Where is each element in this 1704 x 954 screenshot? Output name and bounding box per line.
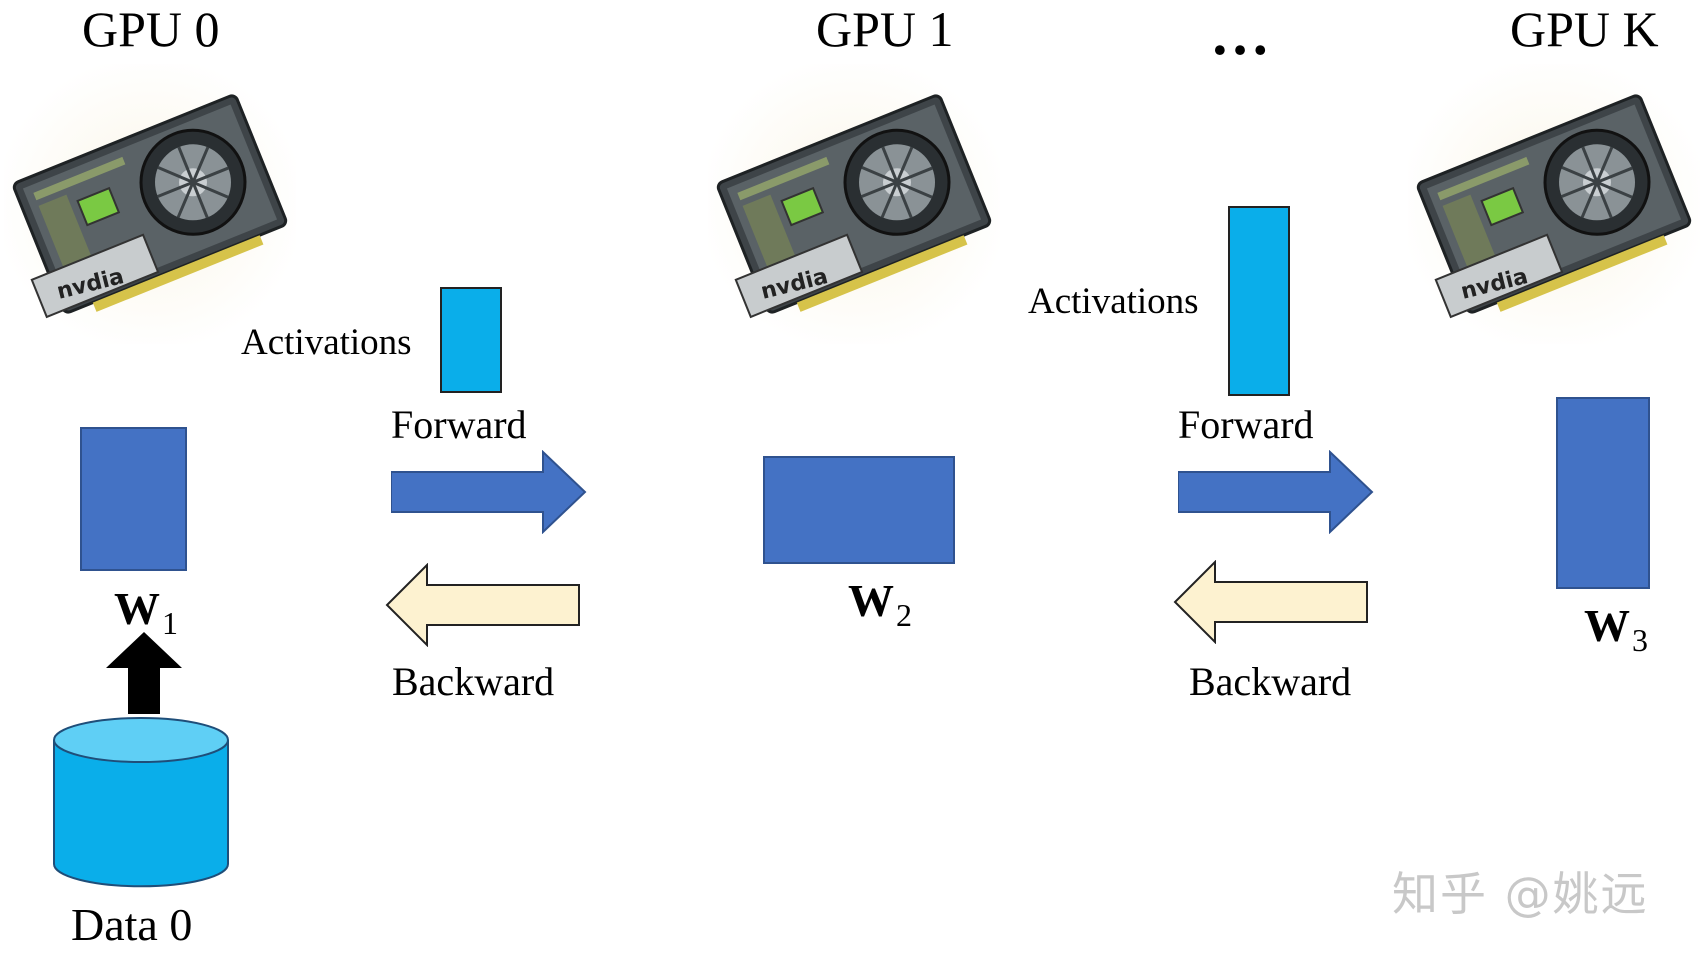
weight-label-2: W2 — [848, 575, 912, 633]
gpu-k-card-icon: nvdia — [1408, 64, 1700, 344]
weight-label-1: W1 — [114, 583, 178, 641]
data-cylinder-icon — [52, 716, 230, 895]
weight-block-2 — [763, 456, 955, 564]
weight-label-3: W3 — [1584, 600, 1648, 658]
backward-arrow-0-icon — [385, 563, 581, 647]
watermark-text: 知乎 @姚远 — [1392, 867, 1649, 921]
gpu-1-card-icon: nvdia — [708, 64, 1000, 344]
ellipsis-text: … — [1210, 1, 1276, 67]
forward-arrow-0-icon — [391, 450, 587, 534]
gpu-1-title: GPU 1 — [816, 1, 954, 57]
forward-label-0: Forward — [391, 402, 527, 447]
forward-label-1: Forward — [1178, 402, 1314, 447]
gpu-0-card-icon: nvdia — [4, 64, 296, 344]
weight-block-3 — [1556, 397, 1650, 589]
activations-label-0: Activations — [241, 322, 412, 363]
backward-arrow-1-icon — [1173, 560, 1369, 644]
weight-block-1 — [80, 427, 187, 571]
up-arrow-icon — [104, 630, 184, 716]
activations-label-1: Activations — [1028, 281, 1199, 322]
activations-block-1 — [1228, 206, 1290, 396]
backward-label-1: Backward — [1189, 659, 1352, 704]
data-label: Data 0 — [71, 899, 193, 950]
backward-label-0: Backward — [392, 659, 555, 704]
forward-arrow-1-icon — [1178, 450, 1374, 534]
gpu-k-title: GPU K — [1510, 1, 1659, 57]
activations-block-0 — [440, 287, 502, 393]
gpu-0-title: GPU 0 — [82, 1, 220, 57]
